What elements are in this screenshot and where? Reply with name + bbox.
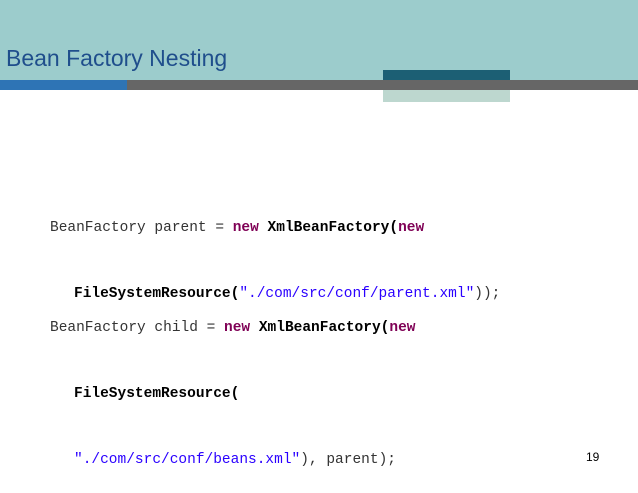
code-string: "./com/src/conf/parent.xml" (239, 286, 475, 302)
code-class: FileSystemResource( (74, 286, 240, 302)
code-keyword: new (389, 320, 416, 336)
code-keyword: new (232, 220, 259, 236)
code-line: FileSystemResource("./com/src/conf/paren… (50, 283, 500, 305)
code-keyword: new (398, 220, 425, 236)
code-class: FileSystemResource( (74, 386, 240, 402)
code-block-child: BeanFactory child = new XmlBeanFactory(n… (50, 273, 415, 493)
slide-header (0, 0, 638, 80)
slide-title: Bean Factory Nesting (6, 45, 228, 71)
code-class: XmlBeanFactory( (258, 320, 390, 336)
code-line: BeanFactory child = new XmlBeanFactory(n… (50, 317, 415, 339)
code-class: XmlBeanFactory( (267, 220, 399, 236)
decorative-blue-bar (0, 80, 127, 90)
code-space (259, 220, 268, 236)
code-text: BeanFactory parent = (50, 220, 233, 236)
code-text: ), parent); (300, 452, 396, 468)
decorative-gray-bar (127, 80, 638, 90)
code-line: "./com/src/conf/beans.xml"), parent); (50, 449, 415, 471)
code-keyword: new (224, 320, 251, 336)
decorative-dark-block (383, 70, 510, 80)
code-string: "./com/src/conf/beans.xml" (74, 452, 301, 468)
code-line: FileSystemResource( (50, 383, 415, 405)
code-block-parent: BeanFactory parent = new XmlBeanFactory(… (50, 173, 500, 327)
code-text: )); (474, 286, 501, 302)
page-number: 19 (586, 450, 600, 464)
decorative-light-block (383, 90, 510, 102)
code-text: BeanFactory child = (50, 320, 225, 336)
code-line: BeanFactory parent = new XmlBeanFactory(… (50, 217, 500, 239)
code-space (250, 320, 259, 336)
